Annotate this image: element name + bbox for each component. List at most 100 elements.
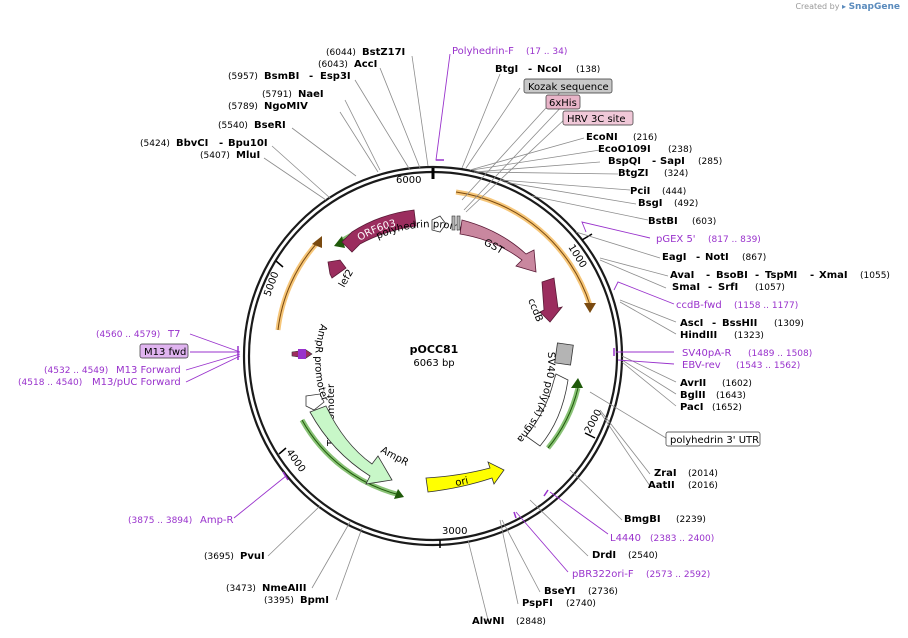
enzyme-name: BsgI	[638, 198, 662, 209]
enzyme-btgzi[interactable]: BtgZI (324)	[618, 168, 688, 179]
enzyme-ngomiv[interactable]: (5789) NgoMIV	[228, 101, 308, 112]
orf-arc-left[interactable]	[275, 240, 320, 331]
primer-pbr322ori-f[interactable]: pBR322ori-F (2573 .. 2592)	[572, 569, 710, 580]
enzyme-name: ZraI	[654, 468, 677, 479]
enzyme-nmeaiii[interactable]: (3473) NmeAIII	[226, 583, 306, 594]
feature-ampr[interactable]	[309, 405, 393, 485]
enzyme-bspqi[interactable]: BspQI - SapI (285)	[608, 156, 722, 167]
enzyme-paci[interactable]: PacI (1652)	[680, 402, 742, 413]
enzyme-alwni[interactable]: AlwNI (2848)	[472, 616, 546, 627]
primer-name: M13 Forward	[116, 365, 181, 376]
enzyme-smai[interactable]: SmaI - SrfI (1057)	[672, 282, 785, 293]
enzyme-sep: -	[810, 270, 814, 281]
feature-ccdb[interactable]	[539, 277, 564, 323]
enzyme-name: BstBI	[648, 216, 678, 227]
primer-l4440[interactable]: L4440 (2383 .. 2400)	[610, 533, 714, 544]
enzyme-aatii[interactable]: AatII (2016)	[648, 480, 718, 491]
primer-ccdb-fwd[interactable]: ccdB-fwd (1158 .. 1177)	[676, 300, 798, 311]
enzyme-pcii[interactable]: PciI (444)	[630, 186, 686, 197]
primer-name: pBR322ori-F	[572, 569, 634, 580]
enzyme-asci[interactable]: AscI - BssHII (1309)	[680, 318, 804, 329]
primer-m13-puc-forward[interactable]: (4518 .. 4540) M13/pUC Forward	[18, 377, 181, 388]
enzyme-mlui[interactable]: (5407) MluI	[200, 150, 260, 161]
enzyme-bseri[interactable]: (5540) BseRI	[218, 120, 286, 131]
enzyme-pos: (444)	[662, 187, 686, 197]
enzyme-name: BspQI	[608, 156, 641, 167]
primer-range: (4532 .. 4549)	[44, 366, 108, 376]
enzyme-name: BbvCI	[176, 138, 208, 149]
enzyme-zrai[interactable]: ZraI (2014)	[654, 468, 718, 479]
enzyme-sep: -	[219, 138, 223, 149]
enzyme-sep: -	[309, 71, 313, 82]
enzyme-bsgi[interactable]: BsgI (492)	[638, 198, 698, 209]
enzyme-pos: (1323)	[734, 331, 764, 341]
enzyme-bstz17i[interactable]: (6044) BstZ17I	[326, 47, 405, 58]
primer-m13-forward[interactable]: (4532 .. 4549) M13 Forward	[44, 365, 181, 376]
enzyme-bpmi[interactable]: (3395) BpmI	[264, 595, 329, 606]
plasmid-name: pOCC81	[410, 343, 459, 356]
feature-lef2[interactable]	[327, 259, 347, 279]
enzyme-bseyi[interactable]: BseYI (2736)	[544, 586, 618, 597]
orf-arc-left-arrow	[312, 236, 322, 248]
enzyme-name: PciI	[630, 186, 650, 197]
enzyme-econi[interactable]: EcoNI (216)	[586, 132, 657, 143]
enzyme-pvui[interactable]: (3695) PvuI	[204, 551, 265, 562]
primer-amp-r[interactable]: (3875 .. 3894) Amp-R	[128, 515, 234, 526]
enzyme-naei[interactable]: (5791) NaeI	[262, 89, 324, 100]
enzyme-pos: (285)	[698, 157, 722, 167]
enzyme-bmgbi[interactable]: BmgBI (2239)	[624, 514, 706, 525]
enzyme-avai[interactable]: AvaI - BsoBI - TspMI - XmaI (1055)	[670, 270, 890, 281]
feature-ori[interactable]	[425, 461, 505, 493]
feature-sv40-arrow[interactable]	[525, 373, 569, 447]
primer-ebv-rev[interactable]: EBV-rev (1543 .. 1562)	[682, 360, 800, 371]
primer-pgex5[interactable]: pGEX 5' (817 .. 839)	[656, 234, 761, 245]
enzyme-pos: (238)	[668, 145, 692, 155]
enzyme-bsmbi[interactable]: (5957) BsmBI - Esp3I	[228, 71, 351, 82]
primer-name: L4440	[610, 533, 641, 544]
enzyme-pos: (5407)	[200, 151, 230, 161]
feature-orf603[interactable]	[341, 209, 417, 253]
primer-range: (4560 .. 4579)	[96, 330, 160, 340]
enzyme-pos: (6044)	[326, 48, 356, 58]
enzyme-bbvci[interactable]: (5424) BbvCI - Bpu10I	[140, 138, 268, 149]
feature-polyhedrin-promoter-arrow[interactable]	[431, 215, 447, 233]
enzyme-pos: (603)	[692, 217, 716, 227]
enzyme-acci[interactable]: (6043) AccI	[318, 59, 377, 70]
enzyme-name: BglII	[680, 390, 706, 401]
feature-sv40-box[interactable]	[554, 342, 574, 366]
tick-label-6000: 6000	[396, 175, 421, 186]
enzyme-name: AlwNI	[472, 616, 505, 627]
enzyme-bstbi[interactable]: BstBI (603)	[648, 216, 716, 227]
enzyme-avrii[interactable]: AvrII (1602)	[680, 378, 752, 389]
primer-t7[interactable]: (4560 .. 4579) T7	[96, 329, 180, 340]
primer-m13-fwd[interactable]: M13 fwd	[139, 343, 189, 359]
enzyme-pos: (5791)	[262, 90, 292, 100]
enzyme-bglii[interactable]: BglII (1643)	[680, 390, 746, 401]
enzyme-ecoo109i[interactable]: EcoO109I (238)	[598, 144, 692, 155]
enzyme-pspfi[interactable]: PspFI (2740)	[522, 598, 596, 609]
enzyme-pos: (3695)	[204, 552, 234, 562]
primer-range: (4518 .. 4540)	[18, 378, 82, 388]
feature-hrv3c-box[interactable]: HRV 3C site	[562, 110, 634, 126]
feature-ampr-promoter-arrow[interactable]	[305, 393, 325, 411]
enzyme-eagi[interactable]: EagI - NotI (867)	[662, 252, 766, 263]
enzyme-name2: Esp3I	[320, 71, 351, 82]
enzyme-sep: -	[755, 270, 759, 281]
primer-sv40pa-r[interactable]: SV40pA-R (1489 .. 1508)	[682, 348, 812, 359]
enzyme-btgi[interactable]: BtgI - NcoI (138)	[495, 64, 600, 75]
feature-t7-promoter-arrows[interactable]	[291, 349, 313, 359]
feature-polyhedrin-utr-box[interactable]: polyhedrin 3' UTR	[665, 431, 761, 447]
feature-kozak-box[interactable]: Kozak sequence	[523, 78, 613, 94]
feature-6xhis-box[interactable]: 6xHis	[545, 94, 581, 110]
enzyme-pos: (3473)	[226, 584, 256, 594]
primer-range: (1543 .. 1562)	[736, 361, 800, 371]
enzyme-hindiii[interactable]: HindIII (1323)	[680, 330, 764, 341]
enzyme-sep: -	[696, 252, 700, 263]
enzyme-drdi[interactable]: DrdI (2540)	[592, 550, 658, 561]
primer-polyhedrin-f[interactable]: Polyhedrin-F (17 .. 34)	[452, 46, 567, 57]
feature-gst[interactable]	[459, 219, 537, 273]
orf-arc-green-left-arrow	[394, 489, 404, 499]
primer-range: (3875 .. 3894)	[128, 516, 192, 526]
enzyme-name2: NotI	[705, 252, 729, 263]
primer-range: (817 .. 839)	[708, 235, 761, 245]
